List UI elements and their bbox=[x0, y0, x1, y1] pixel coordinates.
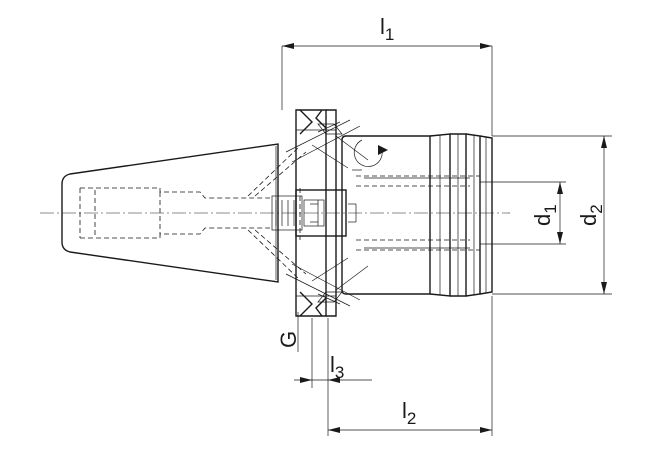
dimension-l2: l2 bbox=[327, 296, 493, 436]
label-g: G bbox=[276, 331, 301, 348]
flange bbox=[285, 109, 369, 317]
clamp-insert bbox=[271, 186, 357, 240]
label-l3: l3 bbox=[330, 352, 344, 382]
dimension-l3: l3 bbox=[294, 318, 372, 388]
label-l2: l2 bbox=[402, 398, 416, 428]
dimension-l1: l1 bbox=[281, 14, 493, 136]
dimension-d1: d1 bbox=[480, 181, 566, 245]
label-d2: d2 bbox=[576, 204, 606, 226]
dimension-d2: d2 bbox=[492, 135, 612, 295]
thread-callout-g: G bbox=[276, 312, 301, 352]
collet-body bbox=[341, 133, 493, 297]
label-d1: d1 bbox=[530, 204, 560, 226]
label-l1: l1 bbox=[380, 14, 394, 44]
